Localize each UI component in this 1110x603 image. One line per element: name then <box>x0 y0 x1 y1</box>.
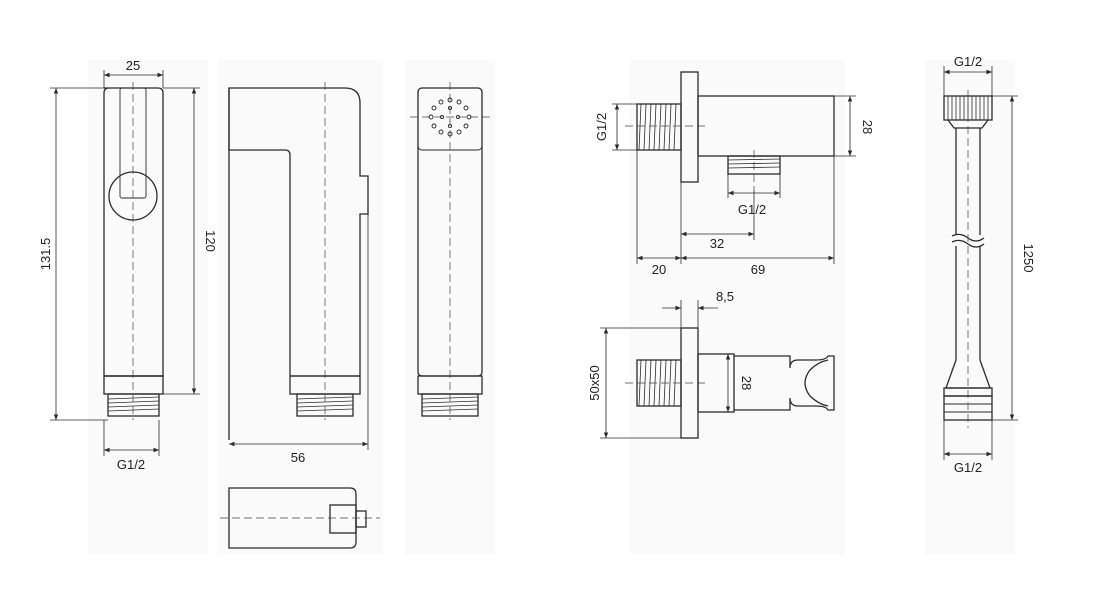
dim-head-total-height-label: 131.5 <box>38 238 53 271</box>
dim-hose-length-label: 1250 <box>1021 244 1036 273</box>
dim-holder-plate: 50x50 <box>587 327 681 439</box>
shower-side-view <box>228 82 369 440</box>
dim-elbow-offset: 32 <box>680 182 755 264</box>
dim-elbow-thread-bottom-label: G1/2 <box>738 202 766 217</box>
dim-hose-thread-bottom: G1/2 <box>943 420 993 475</box>
dim-elbow-thread-left-label: G1/2 <box>594 113 609 141</box>
dim-head-body-height-label: 120 <box>203 230 218 252</box>
wall-holder-view <box>625 327 835 439</box>
dim-elbow-offset-label: 32 <box>710 236 724 251</box>
shower-back-view <box>410 82 490 420</box>
dim-hose-thread-top: G1/2 <box>943 54 993 96</box>
nozzle-holes <box>428 97 472 137</box>
dim-holder-height-label: 28 <box>739 376 754 390</box>
dim-head-thread-label: G1/2 <box>117 457 145 472</box>
dim-hose-thread-bottom-label: G1/2 <box>954 460 982 475</box>
dim-elbow-flange-label: 20 <box>652 262 666 277</box>
dim-elbow-flange: 20 <box>636 150 681 277</box>
dim-head-total-height: 131.5 <box>38 87 108 421</box>
dim-elbow-thread-left: G1/2 <box>594 103 637 151</box>
shower-bottom-view <box>220 487 380 549</box>
dim-side-depth-label: 56 <box>291 450 305 465</box>
dim-elbow-length-label: 69 <box>751 262 765 277</box>
dim-holder-height: 28 <box>725 354 754 412</box>
wall-elbow-view <box>625 71 835 190</box>
background-strips <box>88 60 1015 555</box>
dim-elbow-length: 69 <box>681 156 835 277</box>
dim-elbow-height-label: 28 <box>860 120 875 134</box>
hose-view <box>943 90 993 428</box>
dim-holder-depth-label: 8,5 <box>716 289 734 304</box>
dim-head-thread: G1/2 <box>103 420 160 472</box>
shower-front-view <box>103 82 164 420</box>
dim-side-depth: 56 <box>229 214 369 465</box>
dim-holder-depth: 8,5 <box>662 289 734 328</box>
dim-head-width: 25 <box>103 58 164 88</box>
dim-hose-thread-top-label: G1/2 <box>954 54 982 69</box>
dim-head-body-height: 120 <box>163 87 218 395</box>
dim-head-width-label: 25 <box>126 58 140 73</box>
dim-hose-length: 1250 <box>992 95 1036 421</box>
dim-elbow-height: 28 <box>834 95 875 157</box>
dim-holder-plate-label: 50x50 <box>587 365 602 400</box>
